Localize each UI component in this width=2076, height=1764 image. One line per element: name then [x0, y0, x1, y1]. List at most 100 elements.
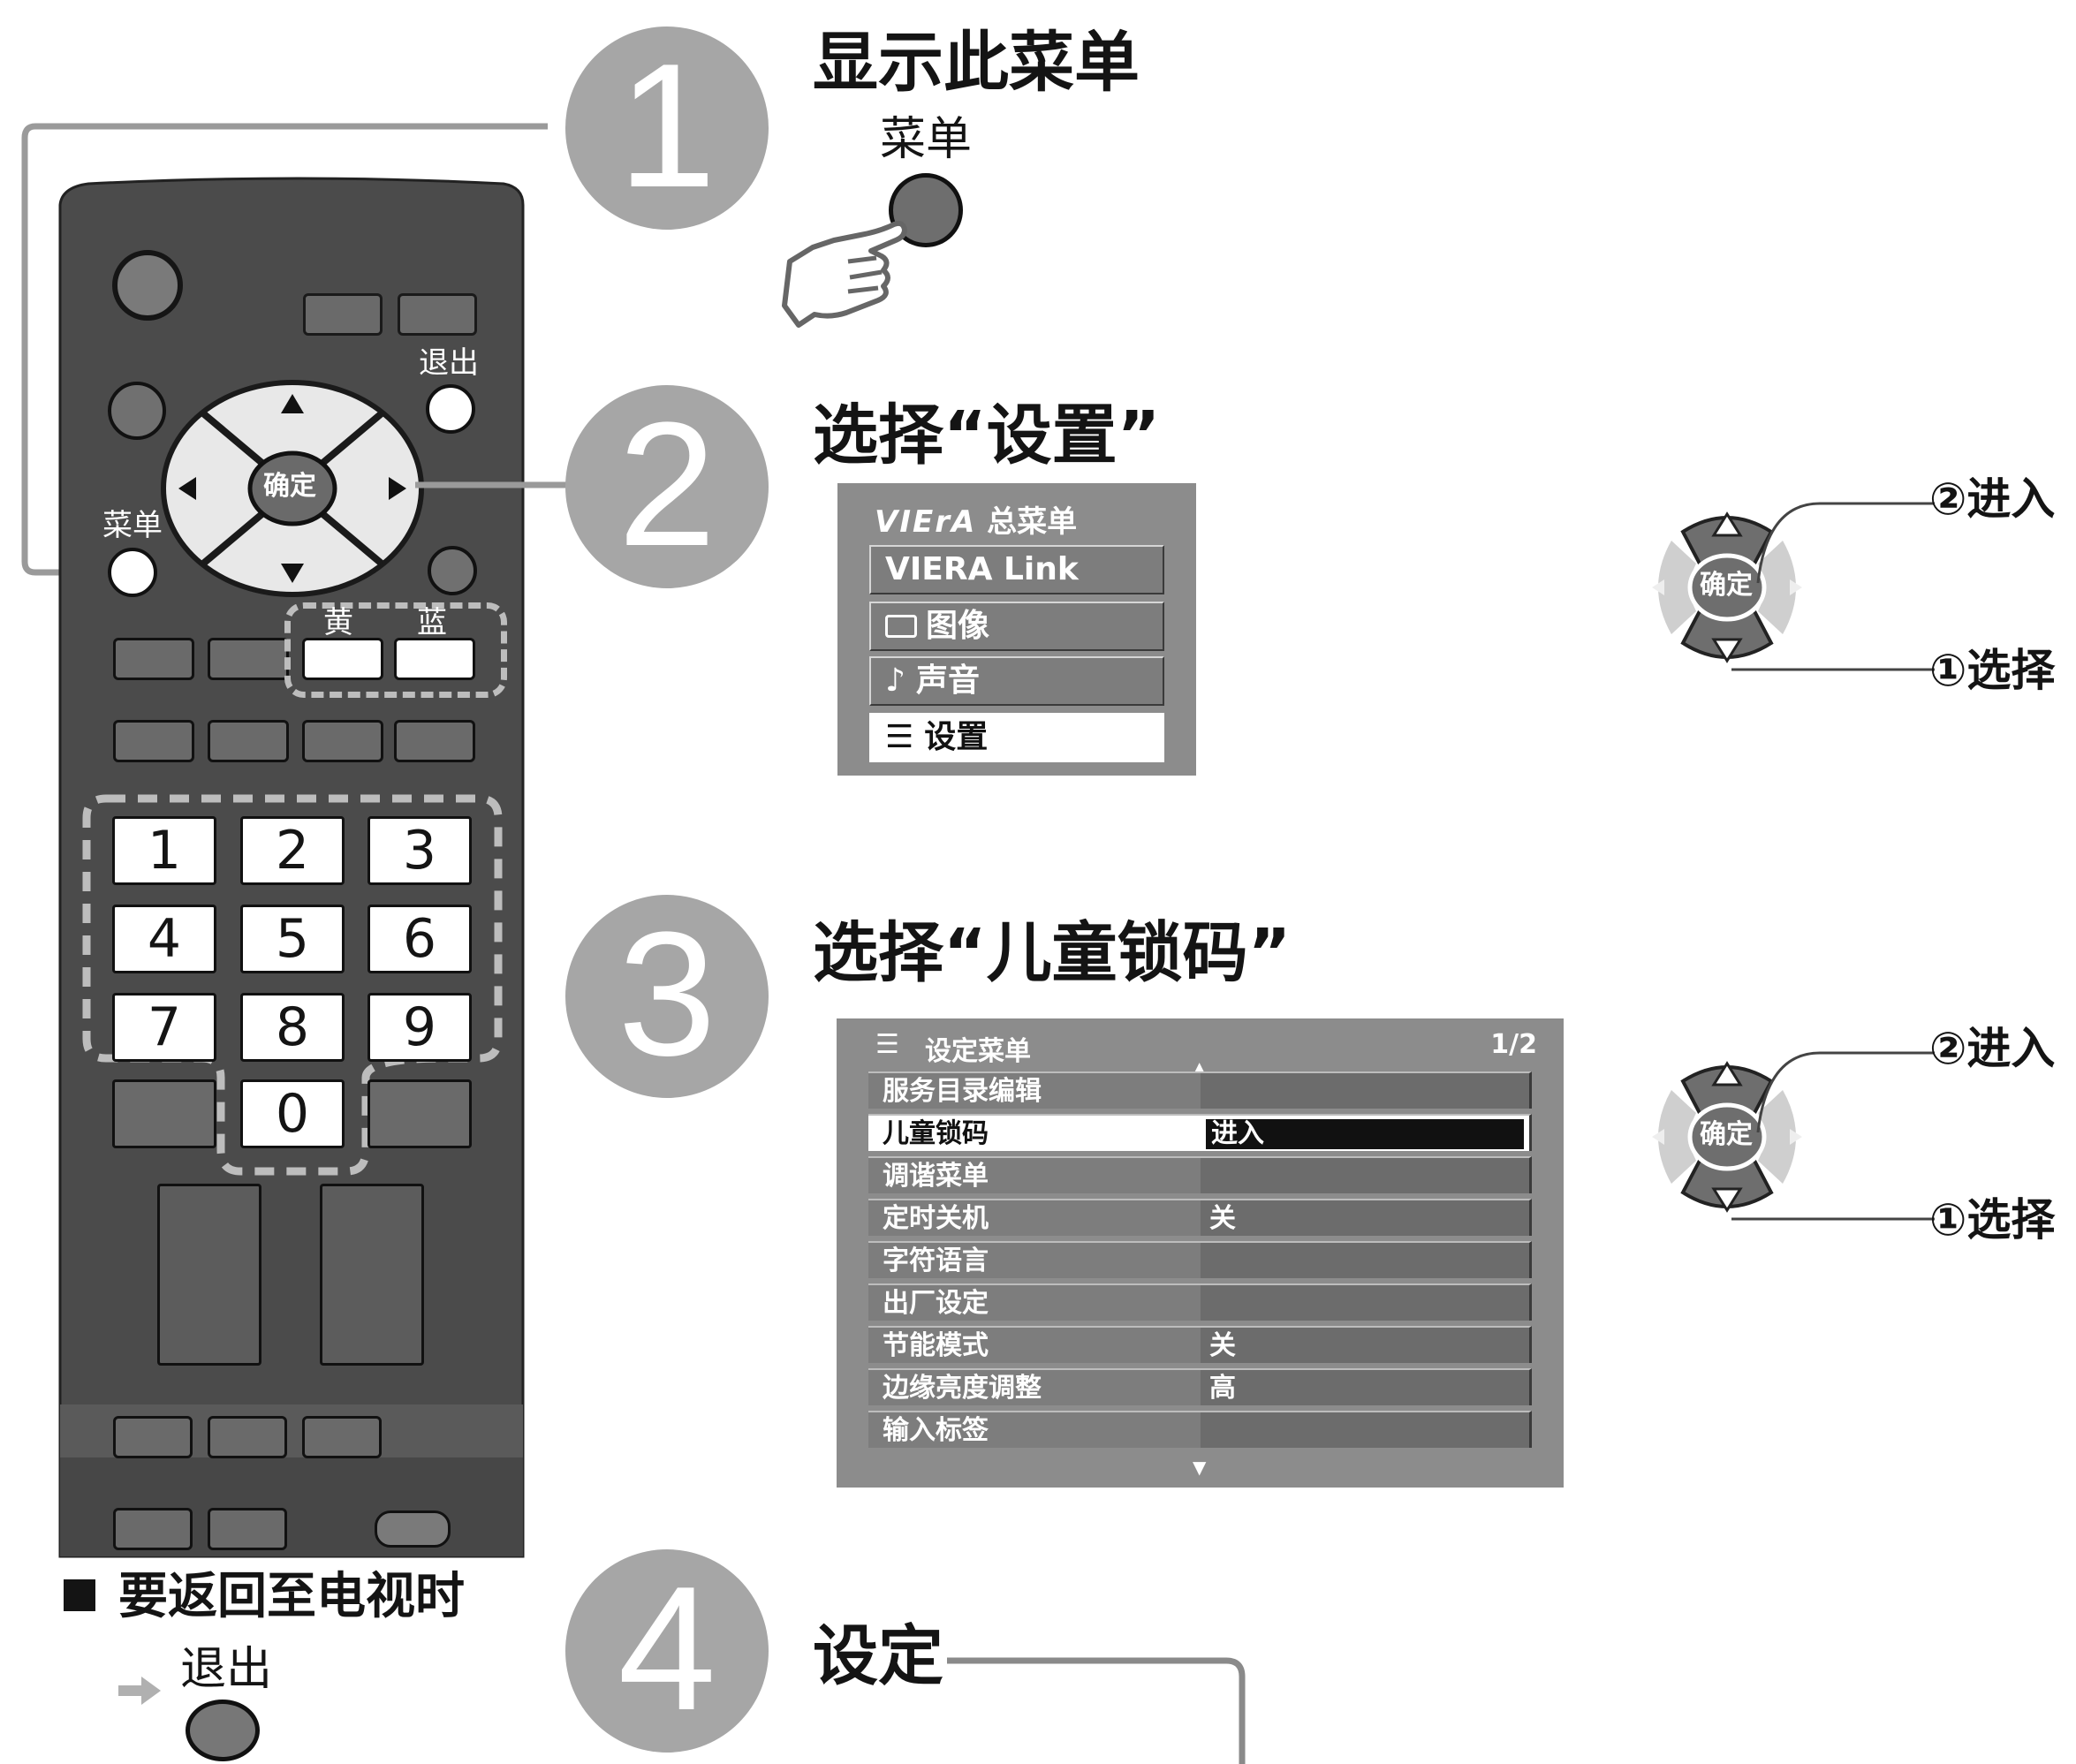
setup-menu-panel: ☰设定菜单 1/2 ▲ 服务目录编辑 儿童锁码进入 调谐菜单 定时关机关 字符语…	[837, 1018, 1564, 1488]
menu-item-label: 设置	[924, 719, 989, 755]
digit-key-3[interactable]: 3	[367, 816, 472, 885]
step-4-number: 4	[617, 1550, 716, 1747]
setup-row-value: 进入	[1201, 1114, 1532, 1151]
digit-key-5[interactable]: 5	[240, 905, 345, 973]
square-bullet-icon	[64, 1579, 95, 1611]
enter-callout-step2: ②进入	[1929, 473, 2056, 525]
remote-exit-label: 退出	[419, 345, 479, 381]
setup-row-label: 服务目录编辑	[868, 1071, 1201, 1109]
remote-row-button-1[interactable]	[113, 720, 194, 762]
step-1-menu-label: 菜单	[880, 113, 973, 166]
step-1-number: 1	[617, 27, 716, 224]
setup-row-label: 边缘亮度调整	[868, 1368, 1201, 1405]
setup-row[interactable]: 出厂设定	[868, 1283, 1532, 1321]
volume-rocker[interactable]	[157, 1184, 261, 1366]
remote-bottom-button-1[interactable]	[113, 1416, 193, 1458]
enter-callout-step3: ②进入	[1929, 1023, 2056, 1074]
setup-row[interactable]: 输入标签	[868, 1411, 1532, 1448]
callout-lines-step3	[1731, 1051, 1935, 1221]
step-2-number: 2	[617, 386, 716, 583]
remote-blue-button[interactable]	[394, 638, 475, 680]
setup-row-label: 调谐菜单	[868, 1156, 1201, 1193]
setup-menu-title-text: 设定菜单	[925, 1036, 1031, 1067]
setup-row-value: 高	[1201, 1368, 1532, 1405]
remote-top-button-1[interactable]	[303, 293, 383, 336]
digit-key-0[interactable]: 0	[240, 1079, 345, 1148]
digit-label: 9	[402, 996, 437, 1058]
menu-item-viera-link[interactable]: VIERA Link	[869, 545, 1164, 594]
power-button[interactable]	[112, 250, 183, 321]
digit-label: 4	[147, 908, 182, 970]
remote-menu-button[interactable]	[108, 548, 157, 597]
setup-row-label: 儿童锁码	[868, 1114, 1201, 1151]
digit-key-2[interactable]: 2	[240, 816, 345, 885]
digit-key-1[interactable]: 1	[112, 816, 216, 885]
menu-item-picture[interactable]: 图像	[869, 602, 1164, 651]
menu-item-label: 图像	[926, 608, 990, 644]
remote-dpad[interactable]	[159, 378, 426, 599]
remote-bottom-button-3[interactable]	[302, 1416, 382, 1458]
remote-round-button-left[interactable]	[108, 382, 166, 440]
channel-rocker[interactable]	[320, 1184, 424, 1366]
remote-ok-label: 确定	[263, 471, 316, 502]
remote-row-button-3[interactable]	[302, 720, 383, 762]
remote-key-right-of-0[interactable]	[367, 1079, 472, 1148]
digit-label: 1	[147, 820, 182, 882]
remote-red-button[interactable]	[113, 638, 194, 680]
page-indicator: 1/2	[1490, 1029, 1537, 1060]
remote-bottom-button-5[interactable]	[208, 1508, 287, 1550]
digit-label: 2	[275, 820, 310, 882]
viera-logo: VIErA	[875, 504, 977, 540]
digit-key-4[interactable]: 4	[112, 905, 216, 973]
digit-label: 3	[402, 820, 437, 882]
setup-row[interactable]: 字符语言	[868, 1241, 1532, 1278]
setup-row-value	[1201, 1156, 1532, 1193]
nav-ok-label-step3: 确定	[1700, 1119, 1753, 1150]
remote-bottom-button-4[interactable]	[113, 1508, 193, 1550]
setup-row-value: 关	[1201, 1326, 1532, 1363]
setup-row[interactable]: 边缘亮度调整高	[868, 1368, 1532, 1405]
setup-row-label: 输入标签	[868, 1411, 1201, 1448]
nav-pad-diagram-step3	[1652, 1061, 1802, 1213]
setup-row[interactable]: 定时关机关	[868, 1199, 1532, 1236]
remote-round-button-right[interactable]	[428, 546, 477, 595]
setup-row-label: 出厂设定	[868, 1283, 1201, 1321]
setup-row[interactable]: 节能模式关	[868, 1326, 1532, 1363]
setup-row-value	[1201, 1411, 1532, 1448]
digit-label: 8	[275, 996, 310, 1058]
remote-top-button-2[interactable]	[398, 293, 477, 336]
setup-row-label: 节能模式	[868, 1326, 1201, 1363]
setup-row[interactable]: 服务目录编辑	[868, 1071, 1532, 1109]
setup-row-label: 字符语言	[868, 1241, 1201, 1278]
remote-blue-label: 蓝	[417, 605, 447, 640]
digit-key-6[interactable]: 6	[367, 905, 472, 973]
remote-switch[interactable]	[375, 1510, 451, 1548]
menu-item-setup[interactable]: ☰设置	[869, 713, 1164, 762]
setup-row[interactable]: 调谐菜单	[868, 1156, 1532, 1193]
menu-item-label: VIERA Link	[885, 551, 1079, 587]
digit-key-8[interactable]: 8	[240, 993, 345, 1062]
digit-label: 5	[275, 908, 310, 970]
setup-menu-title: ☰设定菜单	[875, 1029, 1031, 1068]
step-3-number: 3	[617, 896, 716, 1093]
setup-row-child-lock[interactable]: 儿童锁码进入	[868, 1114, 1532, 1151]
digit-key-9[interactable]: 9	[367, 993, 472, 1062]
remote-row-button-2[interactable]	[208, 720, 289, 762]
return-exit-button-icon	[186, 1700, 260, 1761]
menu-item-label: 声音	[915, 662, 980, 699]
main-menu-panel: VIErA 总菜单 VIERA Link 图像 ♪声音 ☰设置	[837, 483, 1196, 776]
remote-exit-button[interactable]	[426, 384, 475, 434]
digit-label: 0	[275, 1083, 310, 1145]
digit-key-7[interactable]: 7	[112, 993, 216, 1062]
callout-lines-step2	[1731, 502, 1935, 671]
setup-row-label: 定时关机	[868, 1199, 1201, 1236]
setup-row-value	[1201, 1071, 1532, 1109]
remote-key-left-of-0[interactable]	[112, 1079, 216, 1148]
menu-item-sound[interactable]: ♪声音	[869, 656, 1164, 706]
step-3-title: 选择“儿童锁码”	[813, 915, 1292, 991]
step-4-circle	[565, 1549, 769, 1753]
remote-bottom-button-2[interactable]	[208, 1416, 287, 1458]
remote-row-button-4[interactable]	[394, 720, 475, 762]
remote-yellow-button[interactable]	[302, 638, 383, 680]
